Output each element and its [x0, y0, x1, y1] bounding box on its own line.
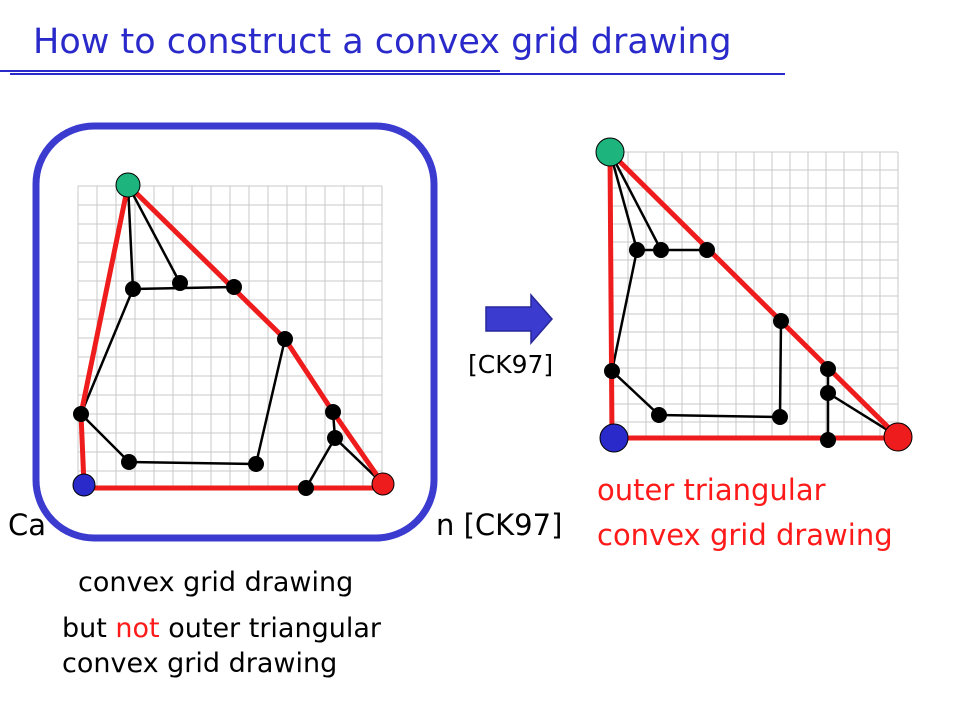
page-title: How to construct a convex grid drawing [33, 22, 732, 62]
left-caption: Ca n [CK97] [8, 508, 562, 542]
title-underline-long [10, 73, 785, 75]
left-label-but: but [62, 613, 116, 644]
arrow-citation-label: [CK97] [468, 350, 554, 379]
right-outer-edges [607, 149, 900, 441]
right-bottom-right-vertex [883, 422, 913, 452]
right-top-vertex [595, 137, 625, 167]
right-inner-vertices [604, 242, 836, 448]
right-label-convex: convex grid drawing [597, 518, 893, 552]
left-inner-vertices [73, 275, 343, 496]
left-highlight-frame [32, 122, 438, 542]
left-bottom-right-vertex [371, 472, 395, 496]
left-label-not: not [115, 613, 160, 644]
left-caption-citation: n [CK97] [436, 508, 563, 542]
left-caption-visible: Ca [8, 508, 47, 542]
left-bottom-left-vertex [72, 473, 96, 497]
right-bottom-left-vertex [599, 423, 629, 453]
left-top-vertex [115, 172, 141, 198]
right-label-outer-triangular: outer triangular [597, 473, 826, 507]
left-label-convex: convex grid drawing [78, 567, 354, 598]
left-label-but-not: but not outer triangular [62, 613, 381, 644]
left-label-outer-triangular: outer triangular [159, 613, 381, 644]
left-label-convex-2: convex grid drawing [62, 648, 338, 679]
title-underline-short [0, 70, 500, 72]
right-arrow-icon [485, 293, 553, 345]
left-inner-edges [79, 184, 384, 489]
